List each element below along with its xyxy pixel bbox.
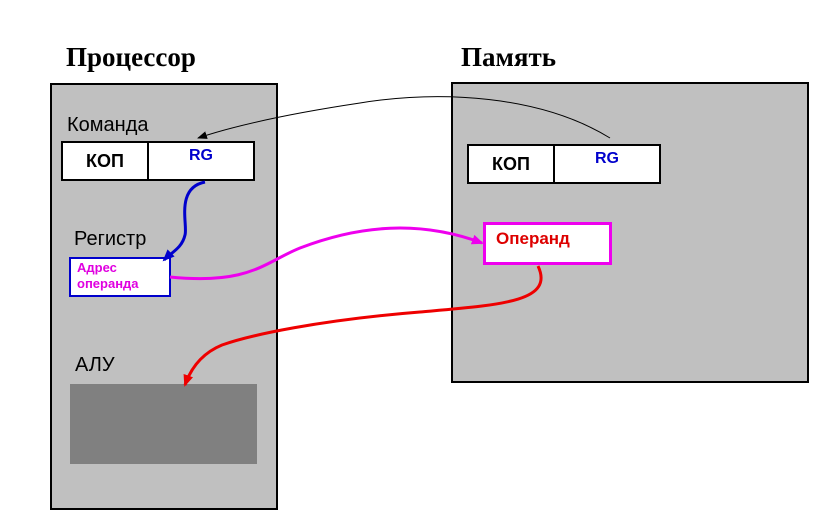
fetch-command-arrow (197, 96, 611, 139)
address-line-2: операнда (77, 276, 139, 291)
processor-command-register: КОП RG (61, 141, 255, 181)
alu-block (70, 384, 257, 464)
processor-rg-field: RG (189, 147, 213, 164)
address-line-1: Адрес (77, 260, 117, 275)
memory-opcode-field: КОП (469, 146, 555, 182)
rg-to-address-arrow (162, 180, 206, 262)
memory-command-cell: КОП RG (467, 144, 661, 184)
operand-to-alu-arrow (183, 265, 543, 387)
register-label: Регистр (74, 228, 147, 250)
alu-label: АЛУ (75, 354, 115, 376)
processor-opcode-field: КОП (63, 143, 149, 179)
operand-address-register: Адрес операнда (69, 257, 171, 297)
processor-title: Процессор (66, 42, 196, 72)
memory-rg-field: RG (595, 150, 619, 167)
memory-title: Память (461, 42, 557, 72)
operand-cell: Операнд (483, 222, 612, 265)
command-label: Команда (67, 114, 149, 136)
address-to-operand-arrow (169, 226, 484, 281)
